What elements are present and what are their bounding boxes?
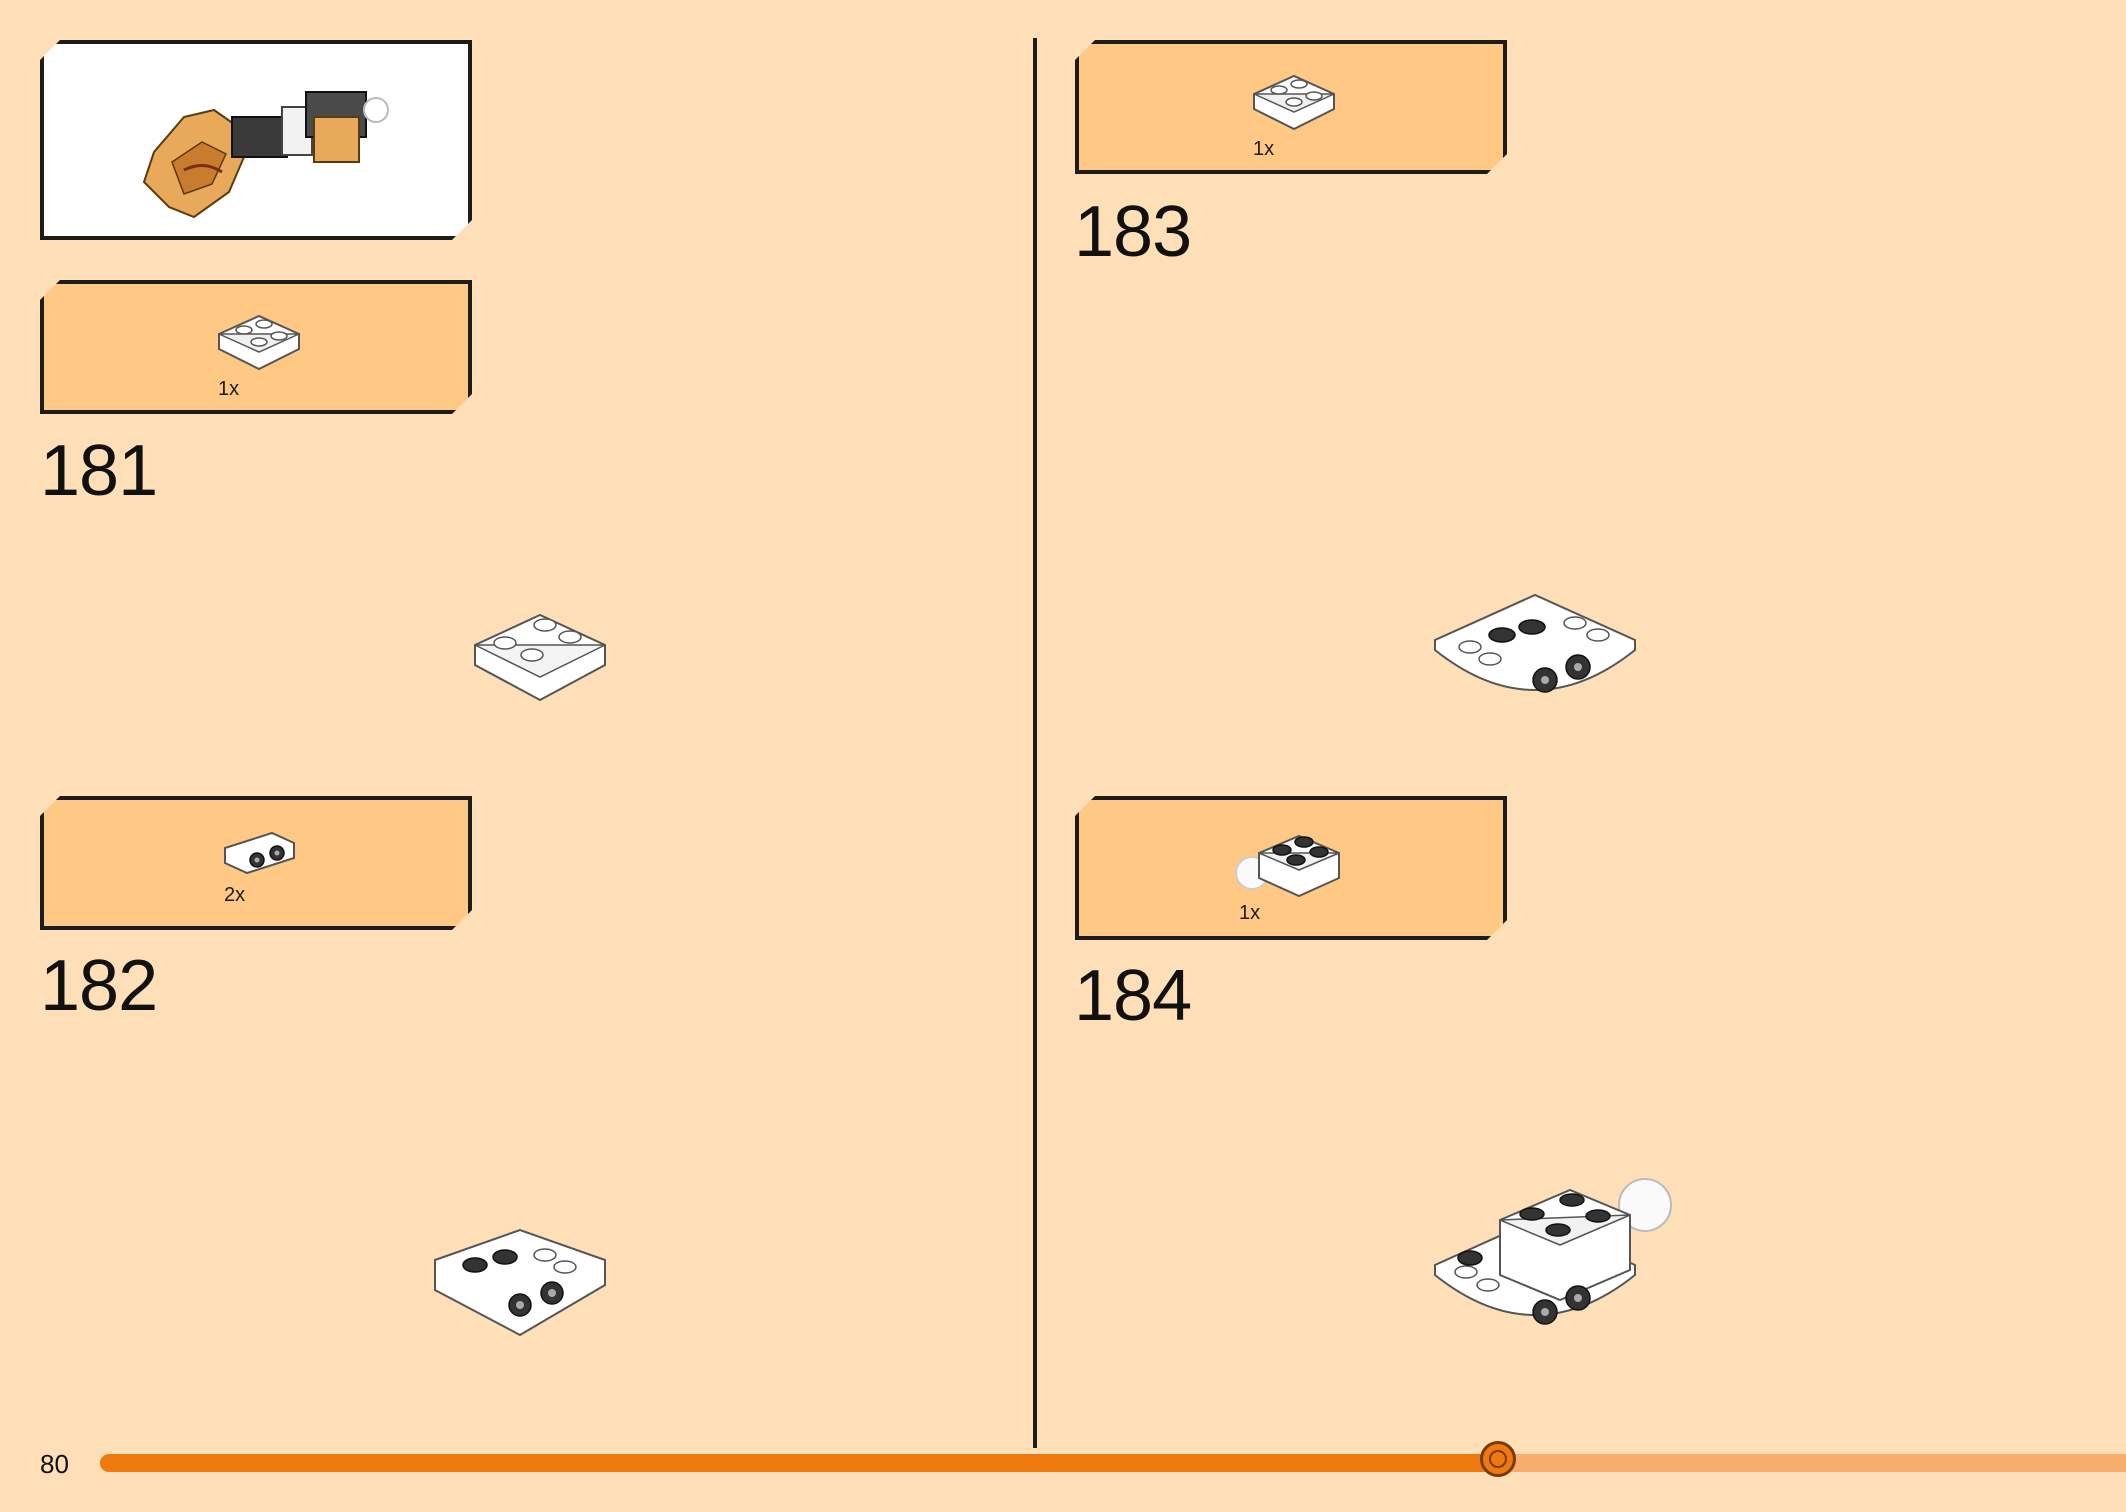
progress-marker-icon xyxy=(1480,1441,1516,1477)
step-182-parts-panel: 2x xyxy=(40,796,472,930)
step-181-parts-panel: 1x xyxy=(40,280,472,414)
build-progress-fill xyxy=(100,1454,1498,1472)
build-progress-bar xyxy=(100,1454,2126,1472)
step-183-number: 183 xyxy=(1074,192,1192,272)
step-183-part-qty: 1x xyxy=(1253,138,1275,160)
step-182-model-icon xyxy=(434,1228,606,1337)
step-184-model-icon xyxy=(1434,1178,1672,1325)
step-181-number: 181 xyxy=(40,431,158,511)
step-181-model-icon xyxy=(474,613,606,702)
step-181-part-qty: 1x xyxy=(218,378,240,400)
step-182-part-qty: 2x xyxy=(224,884,246,906)
ball-joint-brick-icon xyxy=(1234,818,1349,903)
orange-subassembly-icon xyxy=(114,62,414,232)
step-184-part-qty: 1x xyxy=(1239,902,1261,924)
bracket-plate-icon xyxy=(222,828,297,878)
inverted-slope-brick-icon xyxy=(214,304,304,374)
inverted-slope-brick-icon xyxy=(1249,64,1339,134)
column-divider xyxy=(1033,38,1037,1448)
subassembly-preview-panel xyxy=(40,40,472,240)
step-182-number: 182 xyxy=(40,946,158,1026)
step-184-number: 184 xyxy=(1074,956,1192,1036)
step-183-parts-panel: 1x xyxy=(1075,40,1507,174)
page-number: 80 xyxy=(40,1449,69,1479)
step-183-model-icon xyxy=(1434,593,1636,693)
step-184-parts-panel: 1x xyxy=(1075,796,1507,940)
